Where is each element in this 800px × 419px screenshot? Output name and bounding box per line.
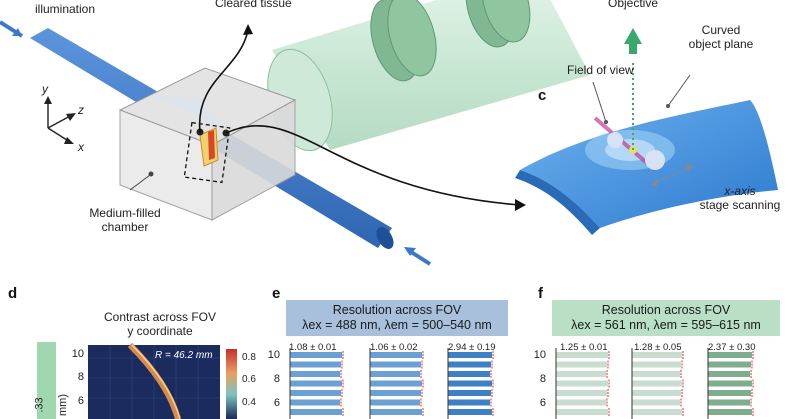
curved-plane-label-2: object plane [688, 37, 754, 51]
f-ytick: 8 [539, 373, 546, 385]
bar [370, 390, 421, 396]
bar [448, 390, 491, 396]
f-value: 1.28 ± 0.05 [634, 342, 682, 353]
d-ytick: 6 [77, 395, 84, 407]
bar [708, 352, 752, 358]
bar [632, 380, 682, 387]
objective-tube [267, 0, 590, 152]
bar [556, 352, 608, 358]
bar [370, 399, 420, 406]
bar [290, 380, 342, 387]
bar [370, 352, 422, 358]
bar [556, 361, 607, 368]
e-value: 1.08 ± 0.01 [289, 342, 337, 353]
bar [290, 390, 341, 396]
panel-e-header-1: Resolution across FOV [332, 303, 462, 317]
d-ytick: 8 [77, 371, 84, 383]
axis-triad [47, 100, 73, 143]
medium-chamber [118, 67, 297, 221]
bar [448, 409, 492, 415]
panel-d-title-2: y coordinate [127, 324, 193, 338]
bar [448, 371, 490, 377]
bar [290, 409, 342, 415]
curved-object-plane [515, 100, 778, 235]
bar [632, 390, 681, 396]
bar [370, 361, 421, 368]
bar [708, 371, 750, 377]
bar [632, 361, 681, 368]
e-value: 2.94 ± 0.19 [448, 342, 496, 353]
panel-e-header: Resolution across FOV λex = 488 nm, λem … [286, 300, 508, 336]
bar [708, 361, 751, 368]
bar [556, 399, 606, 406]
e-ytick: 8 [273, 373, 280, 385]
xaxis-scan-label-1: x-axis [724, 184, 756, 198]
panel-e-header-2: λex = 488 nm, λem = 500–540 nm [302, 318, 492, 332]
panel-d-title-1: Contrast across FOV [103, 310, 217, 324]
cbar-tick: 0.8 [242, 352, 256, 363]
f-value: 2.37 ± 0.30 [708, 342, 756, 353]
axis-z-label: z [78, 103, 84, 117]
curved-plane-label-1: Curved [701, 23, 741, 37]
bar [556, 409, 608, 415]
radius-annotation: R = 46.2 mm [155, 350, 213, 361]
panel-f-header-1: Resolution across FOV [601, 303, 731, 317]
bar [632, 409, 682, 415]
bar [290, 399, 340, 406]
bar [290, 352, 342, 358]
axis-y-label: y [42, 82, 48, 96]
bar [370, 409, 422, 415]
bar [556, 390, 607, 396]
bar [370, 380, 422, 387]
panel-f-header: Resolution across FOV λex = 561 nm, λem … [552, 300, 780, 336]
bar [708, 390, 751, 396]
bar [370, 371, 420, 377]
panel-f-bars [555, 348, 754, 419]
cbar-tick: 0.4 [242, 397, 256, 408]
illumination-label: illumination [35, 2, 96, 16]
e-ytick: 10 [267, 349, 280, 361]
panel-d-letter: d [8, 285, 18, 302]
side-value: .33 [33, 397, 46, 413]
objective-label: Objective [608, 0, 659, 10]
bar [448, 361, 491, 368]
panel-f-header-2: λex = 561 nm, λem = 595–615 nm [571, 318, 761, 332]
bar [708, 399, 750, 406]
panel-c-letter: c [538, 87, 547, 104]
d-ytick: 10 [71, 348, 84, 360]
medium-label-1: Medium-filled [89, 206, 161, 220]
cbar-tick: 0.6 [242, 374, 256, 385]
panel-e-letter: e [272, 285, 281, 302]
panel-f-letter: f [538, 285, 543, 302]
axis-x-label: x [78, 140, 84, 154]
bar [708, 409, 752, 415]
field-of-view-label: Field of view [567, 63, 634, 77]
xaxis-scan-label-2: stage scanning [699, 198, 781, 212]
bar [448, 399, 490, 406]
panel-e-bars [289, 348, 494, 419]
side-bar [37, 342, 56, 419]
e-ytick: 6 [273, 397, 280, 409]
bar [448, 352, 492, 358]
bar [556, 371, 606, 377]
cleared-tissue-label: Cleared tissue [215, 0, 292, 10]
f-value: 1.25 ± 0.01 [560, 342, 608, 353]
e-value: 1.06 ± 0.02 [370, 342, 418, 353]
colorbar [226, 349, 237, 419]
f-ytick: 10 [533, 349, 546, 361]
bar [556, 380, 608, 387]
bar [632, 371, 680, 377]
medium-label-2: chamber [101, 220, 149, 234]
bar [632, 352, 682, 358]
bar [448, 380, 492, 387]
bar [290, 371, 340, 377]
bar [632, 399, 680, 406]
bar [290, 361, 341, 368]
f-ytick: 6 [539, 397, 546, 409]
bar [708, 380, 752, 387]
